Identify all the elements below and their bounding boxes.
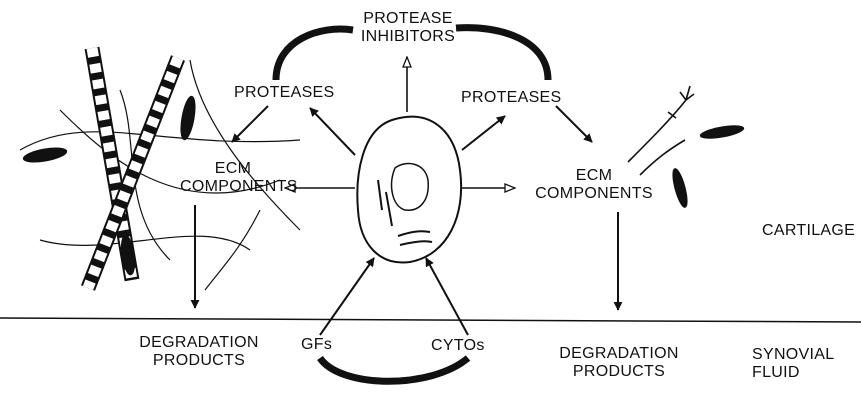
arrow-proteases-to-ecm-right	[556, 106, 592, 142]
growth-factor-cytokine-curve	[320, 358, 468, 381]
inhibitor-feedback-curve-right	[456, 28, 548, 80]
degradation-right-line-2: PRODUCTS	[548, 363, 690, 381]
protease-inhibitors-line-2: INHIBITORS	[353, 28, 463, 46]
arrow-cytos-to-cell	[426, 258, 468, 335]
cytos-label: CYTOs	[431, 337, 485, 355]
arrow-cell-to-proteases-right	[462, 116, 505, 150]
gfs-label: GFs	[301, 336, 332, 354]
synovial-fluid-line-1: SYNOVIAL	[752, 346, 834, 364]
synovial-fluid-label: SYNOVIAL FLUID	[752, 346, 834, 382]
cartilage-label: CARTILAGE	[762, 222, 855, 240]
arrow-cell-to-proteases-left	[310, 108, 355, 155]
ecm-right-line-1: ECM	[525, 167, 663, 185]
degradation-left-line-1: DEGRADATION	[128, 334, 270, 352]
inhibitor-feedback-curve-left	[276, 29, 353, 80]
protease-inhibitors-label: PROTEASE INHIBITORS	[353, 10, 463, 46]
degradation-left-line-2: PRODUCTS	[128, 352, 270, 370]
cartilage-synovial-boundary	[0, 318, 861, 322]
degraded-fiber-fragments	[628, 86, 694, 175]
degradation-right-line-1: DEGRADATION	[548, 345, 690, 363]
proteases-left-label: PROTEASES	[234, 84, 335, 102]
degradation-right-label: DEGRADATION PRODUCTS	[548, 345, 690, 381]
protease-inhibitors-line-1: PROTEASE	[353, 10, 463, 28]
synovial-fluid-line-2: FLUID	[752, 364, 834, 382]
ecm-right-line-2: COMPONENTS	[525, 185, 663, 203]
fragment-line-1	[628, 100, 686, 162]
arrow-gfs-to-cell	[320, 258, 374, 335]
degradation-left-label: DEGRADATION PRODUCTS	[128, 334, 270, 370]
fragment-branches	[668, 86, 694, 118]
proteoglycan-fragment-icon	[670, 123, 745, 208]
chondrocyte-cell	[357, 117, 461, 263]
proteases-right-label: PROTEASES	[461, 89, 562, 107]
thin-fibril-1	[20, 132, 300, 150]
arrow-proteases-to-ecm-left	[232, 106, 268, 142]
thin-fibril-3	[40, 236, 250, 250]
ecm-left-label: ECM COMPONENTS	[180, 160, 286, 196]
ecm-right-label: ECM COMPONENTS	[525, 167, 663, 203]
thin-fibril-6	[205, 210, 260, 290]
ecm-left-line-1: ECM	[180, 160, 286, 178]
ecm-left-line-2: COMPONENTS	[180, 178, 286, 196]
